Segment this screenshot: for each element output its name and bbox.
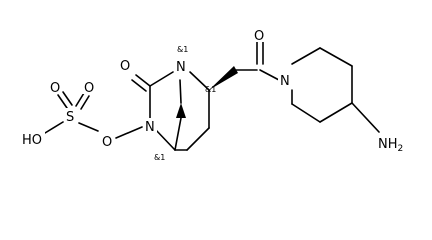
bond-s-o-top-a [57,94,68,109]
atom-n-ring: N [145,120,155,135]
bond-wedge-bridge [176,103,186,118]
amine-symbol: NH [378,137,398,152]
stereo-labels: &1 &1 &1 [154,45,216,162]
bond-s-o-top-b [62,91,73,106]
bond-c3-c4 [319,102,353,123]
bond-c-ring-c-ring [186,127,210,151]
bond-n-ring-o-ester [115,126,143,139]
bond-hash-c-alpha [209,66,238,90]
bond-n-bridge-bridge-ch2 [179,79,182,104]
bond-c1-c2 [319,47,353,67]
bond-c-o-lactam-a [135,74,151,87]
bond-o-ester-s [78,122,99,132]
atom-o-ester: O [102,135,112,150]
stereo-label-n-bridge: &1 [177,45,188,54]
atom-labels: N N N O O O S O O HO NH2 [21,27,411,154]
bond-c-o-lactam-b [131,79,147,92]
atom-n-piperidine: N [280,74,290,89]
bond-n-ring-c-bridgehead [154,128,176,151]
bonds [44,39,380,151]
bond-c3-amine [351,102,380,133]
bond-s-o-right-a [80,95,90,110]
chemical-structure: N N N O O O S O O HO NH2 &1 &1 [21,27,411,162]
atom-n-bridge: N [176,60,186,75]
bond-c4-c5 [291,103,321,123]
bond-bridge-ch2-bridgehead [174,117,182,151]
atom-o-sulfate-right: O [84,81,94,96]
bond-n-bridge-c-alpha [189,71,210,91]
bond-s-oh [44,121,64,134]
stereo-label-c-bridgehead: &1 [154,153,165,162]
atom-amine: NH2 [378,137,403,154]
bond-c-n-bridge [149,71,174,87]
atom-ho-sulfate: HO [22,133,42,148]
structure-canvas: N N N O O O S O O HO NH2 &1 &1 [21,27,411,162]
bond-s-o-right-b [75,92,85,107]
atom-o-lactam: O [120,59,130,74]
atom-o-carbonyl: O [254,29,264,44]
bond-carbonyl-n-piperidine [259,69,280,81]
stereo-label-c-alpha: &1 [205,85,216,94]
amine-subscript: 2 [398,144,404,154]
atom-o-sulfate-top: O [50,81,60,96]
atom-s-sulfate: S [66,110,74,125]
bond-n-pip-c1 [291,47,321,65]
